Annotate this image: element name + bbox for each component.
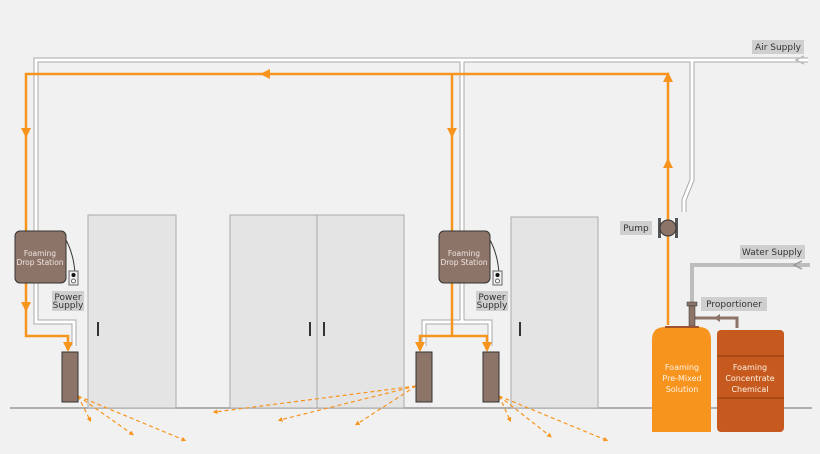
concentrate-drum: Foaming Concentrate Chemical (717, 330, 784, 432)
foam-nozzle-2 (415, 351, 433, 403)
power-supply-label-1: Power Supply (52, 291, 84, 311)
svg-text:Solution: Solution (666, 385, 699, 394)
svg-text:Concentrate: Concentrate (725, 374, 774, 383)
svg-text:Proportioner: Proportioner (706, 300, 762, 310)
svg-text:Pre-Mixed: Pre-Mixed (662, 374, 701, 383)
svg-text:Power: Power (478, 293, 506, 303)
proportioner-label: Proportioner (701, 297, 767, 311)
air-supply-line (33, 55, 808, 346)
svg-text:Foaming: Foaming (733, 363, 767, 372)
svg-text:Pump: Pump (623, 224, 649, 234)
drop-station-label: Drop Station (16, 258, 63, 267)
water-supply-line (690, 260, 810, 302)
foam-nozzle-1 (61, 351, 79, 403)
svg-text:Chemical: Chemical (731, 385, 768, 394)
double-door (229, 214, 405, 409)
power-supply-outlet-2 (492, 270, 503, 286)
air-supply-label: Air Supply (752, 40, 804, 54)
drop-station-label: Foaming (24, 249, 56, 258)
power-supply-outlet-1 (68, 270, 79, 286)
foaming-drop-station-1[interactable]: Foaming Drop Station (14, 230, 76, 284)
proportioner (686, 301, 739, 328)
svg-text:Foaming: Foaming (665, 363, 699, 372)
foam-nozzle-3 (482, 351, 500, 403)
power-supply-label-2: Power Supply (476, 291, 508, 311)
pump-label: Pump (620, 221, 652, 235)
premix-solution-tank: Foaming Pre-Mixed Solution (652, 326, 711, 432)
svg-text:Power: Power (54, 293, 82, 303)
svg-text:Water Supply: Water Supply (742, 248, 803, 258)
flow-arrows (21, 69, 673, 352)
drop-station-label: Drop Station (440, 258, 487, 267)
foam-spray (77, 385, 609, 442)
svg-text:Supply: Supply (477, 301, 508, 311)
water-supply-label: Water Supply (740, 245, 805, 259)
door-right (510, 216, 599, 409)
svg-text:Air Supply: Air Supply (755, 43, 802, 53)
svg-text:Supply: Supply (53, 301, 84, 311)
foaming-drop-station-2[interactable]: Foaming Drop Station (438, 230, 500, 284)
pump[interactable] (658, 218, 678, 238)
door-left (87, 214, 177, 409)
drop-station-label: Foaming (448, 249, 480, 258)
